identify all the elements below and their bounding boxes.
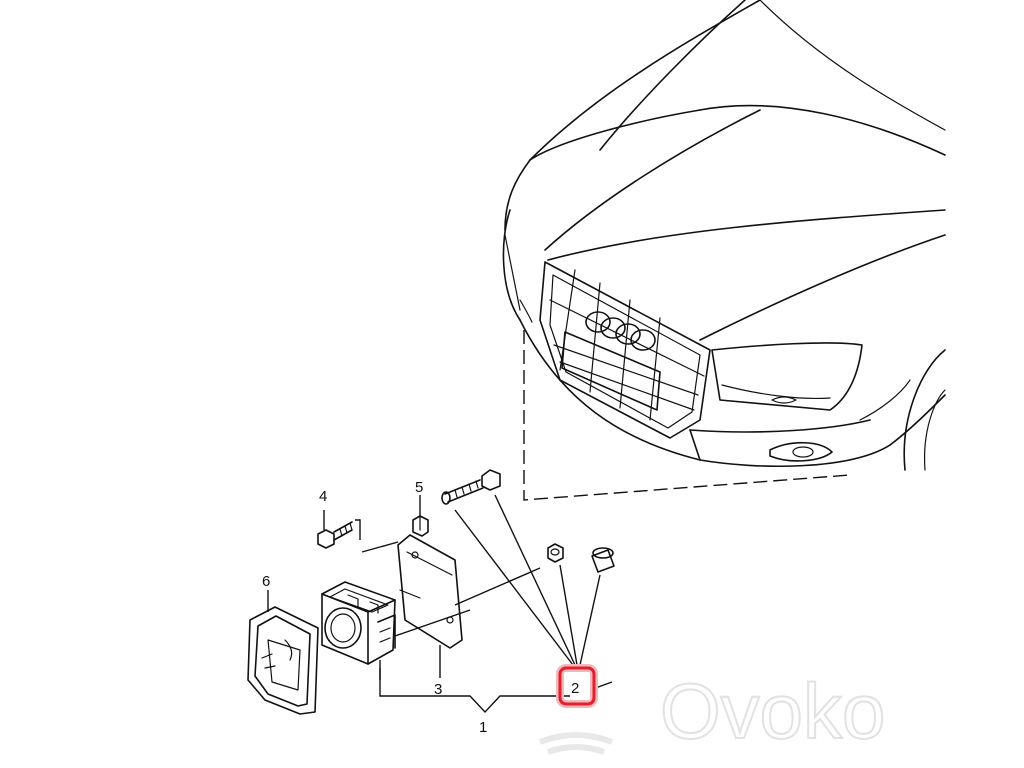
callout-6: 6 <box>262 573 270 590</box>
callout-2-highlight[interactable]: 2 <box>556 664 598 708</box>
watermark-text: Ovoko <box>660 667 885 755</box>
callout-5: 5 <box>415 479 423 496</box>
callout-4: 4 <box>319 488 327 505</box>
watermark: Ovoko <box>538 666 886 756</box>
car-front <box>502 0 946 471</box>
part-5-clip <box>412 515 429 537</box>
part-2-fasteners <box>441 469 615 573</box>
brand-rings-icon <box>585 311 656 351</box>
leader-lines <box>267 494 613 714</box>
part-1-sensor <box>321 581 396 665</box>
callout-2: 2 <box>571 680 579 697</box>
location-leader <box>523 330 851 501</box>
callout-3: 3 <box>434 681 442 698</box>
ovoko-logo-icon <box>538 732 614 755</box>
callout-1: 1 <box>479 719 487 736</box>
part-6-trim-ring <box>247 606 319 715</box>
part-4-bolt <box>317 521 353 549</box>
